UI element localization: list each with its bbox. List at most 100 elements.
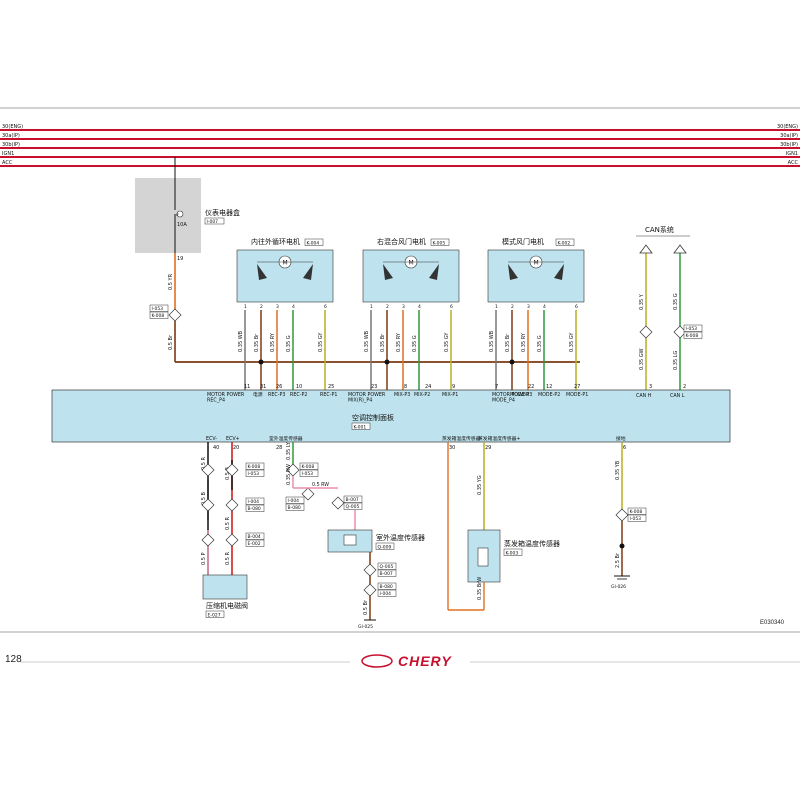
junction-dot	[509, 359, 515, 365]
can-pin: 2	[683, 384, 686, 390]
ext-inline-tag-text: I-004	[288, 498, 300, 504]
ext-connector-tag-text: I-004	[380, 591, 392, 597]
ext-connector	[331, 496, 345, 510]
ecu-top-label: MIX-P1	[442, 392, 458, 398]
wire-label-br: 0.5 Br	[168, 334, 174, 350]
ecv-wire-label: 0.5 R	[225, 551, 231, 565]
ext-connector-tag-text: K-008	[302, 464, 315, 470]
motor-icon-label: M	[409, 260, 414, 267]
ecv-connector	[201, 498, 215, 512]
can-wire-label: 0.35 Y	[639, 293, 645, 310]
ecu-top-label: REC-P3	[268, 392, 285, 398]
ecu-top-label: REC-P1	[320, 392, 337, 398]
ecu-bottom-pin: 30	[449, 445, 455, 451]
ecu-top-label: MIX-P2	[414, 392, 430, 398]
can-label: CAN H	[636, 393, 652, 399]
ecv-connector	[201, 533, 215, 547]
ecv-connector	[225, 463, 239, 477]
motor-wire-label: 0.35 G	[537, 335, 543, 352]
ecv-wire-label: 0.5 R	[225, 516, 231, 530]
ground-label: GI-025	[358, 624, 373, 630]
outdoor-sensor-code-box	[375, 542, 395, 550]
motor-wire-label: 0.35 GY	[569, 332, 575, 352]
rail-label-left: 30(ENG)	[2, 124, 23, 130]
ecu-top-pin: 25	[328, 384, 334, 390]
motor-pin: 1	[495, 304, 498, 310]
motor-wire-label: 0.35 Br	[505, 333, 511, 352]
ecv-wire-label: 0.5 B	[225, 466, 231, 480]
motor-title: 内往外循环电机	[251, 237, 300, 246]
motor-wire-label: 0.35 Br	[254, 333, 260, 352]
ext-connector-tag-text: B-080	[380, 584, 393, 590]
motor-wire-label: 0.35 GY	[318, 332, 324, 352]
outdoor-sensor-title: 室外温度传感器	[376, 533, 425, 542]
ecu-top-label: MOTOR POWER	[348, 392, 386, 398]
fuse-box-code-box	[204, 217, 225, 225]
ecu-top-label: 电源	[253, 391, 263, 398]
ecv-connector-tag-text: I-053	[248, 471, 260, 477]
rail-label-right: ACC	[788, 160, 799, 166]
fuse-connector-tag-box	[149, 304, 169, 312]
motor-icon-label: M	[534, 260, 539, 267]
ecu-top-label: MODE_P4	[492, 398, 515, 404]
ground-connector-tag-box	[627, 507, 647, 515]
can-system-title: CAN系统	[645, 225, 674, 234]
ground-wire-label: 0.35 YB	[615, 460, 621, 480]
can-connector-tag-box	[683, 324, 703, 332]
motor-title: 右混合风门电机	[377, 237, 426, 246]
ext-connector	[363, 583, 377, 597]
can-wire-label: 0.35 GW	[639, 348, 645, 370]
ecv-wire-label: 0.5 B	[201, 491, 207, 505]
ecv-connector-tag-box	[245, 462, 265, 470]
ecu-top-pin: 31	[260, 384, 266, 390]
motor-pin: 6	[450, 304, 453, 310]
ecv-connector	[225, 498, 239, 512]
ecu-top-pin: 24	[425, 384, 431, 390]
ecu-bottom-label: ECV+	[226, 436, 240, 442]
ext-inline-tag-text: B-080	[288, 505, 301, 511]
ecu-bottom-pin: 28	[276, 445, 282, 451]
ext-connector-tag-box	[299, 462, 319, 470]
can-wire-label: 0.35 LG	[673, 350, 679, 370]
motor-pin: 4	[543, 304, 546, 310]
ext-wire-label: 0.35 RW	[286, 464, 292, 485]
motor-wire-label: 0.35 GY	[444, 332, 450, 352]
motor-wire-label: 0.35 Br	[380, 333, 386, 352]
ext-connector-tag-text: Q-005	[346, 504, 360, 510]
ecu-top-label: MIX-P3	[394, 392, 410, 398]
can-arrow-icon	[673, 244, 687, 254]
motor-code-box	[430, 238, 450, 246]
ecu-bottom-label: ECV-	[206, 436, 217, 442]
ecu-top-pin: 23	[371, 384, 377, 390]
outdoor-sensor-code: Q-009	[378, 544, 392, 550]
ecu-bottom-label: 蒸发箱温度传感器-	[442, 435, 482, 442]
fuse-connector-tag-box	[149, 311, 169, 319]
motor-wire-label: 0.35 WB	[238, 330, 244, 352]
motor-switch-icon	[508, 264, 518, 280]
motor-switch-icon	[257, 264, 267, 280]
ecu-top-pin: 9	[452, 384, 455, 390]
motor-code: K-005	[433, 240, 446, 246]
motor-pin: 3	[402, 304, 405, 310]
motor-wire-label: 0.35 WB	[489, 330, 495, 352]
fuse-box	[135, 178, 201, 253]
ecv-connector-tag-text: E-002	[248, 541, 261, 547]
fuse-rating: 10A	[177, 222, 187, 228]
ext-connector-tag-text: B-007	[380, 571, 393, 577]
ecu-code-box	[351, 422, 371, 430]
chery-logo-icon	[361, 654, 393, 668]
ecu-top-label: MIX(R)_P4	[348, 398, 372, 404]
evap-sensor-code: K-003	[506, 550, 519, 556]
ground-wire-label: 2.5 Br	[615, 552, 621, 568]
motor-pin: 1	[370, 304, 373, 310]
can-pin: 3	[649, 384, 652, 390]
rail-label-right: IGN1	[786, 151, 798, 157]
ecu-bottom-pin: 6	[623, 445, 626, 451]
can-wire-label: 0.35 G	[673, 293, 679, 310]
can-connector-tag-text: K-008	[686, 333, 699, 339]
motor-pin: 4	[292, 304, 295, 310]
ecu-bottom-pin: 29	[485, 445, 491, 451]
ext-inline-tag-box	[285, 503, 305, 511]
ecv-wire-label: 0.5 R	[201, 456, 207, 470]
